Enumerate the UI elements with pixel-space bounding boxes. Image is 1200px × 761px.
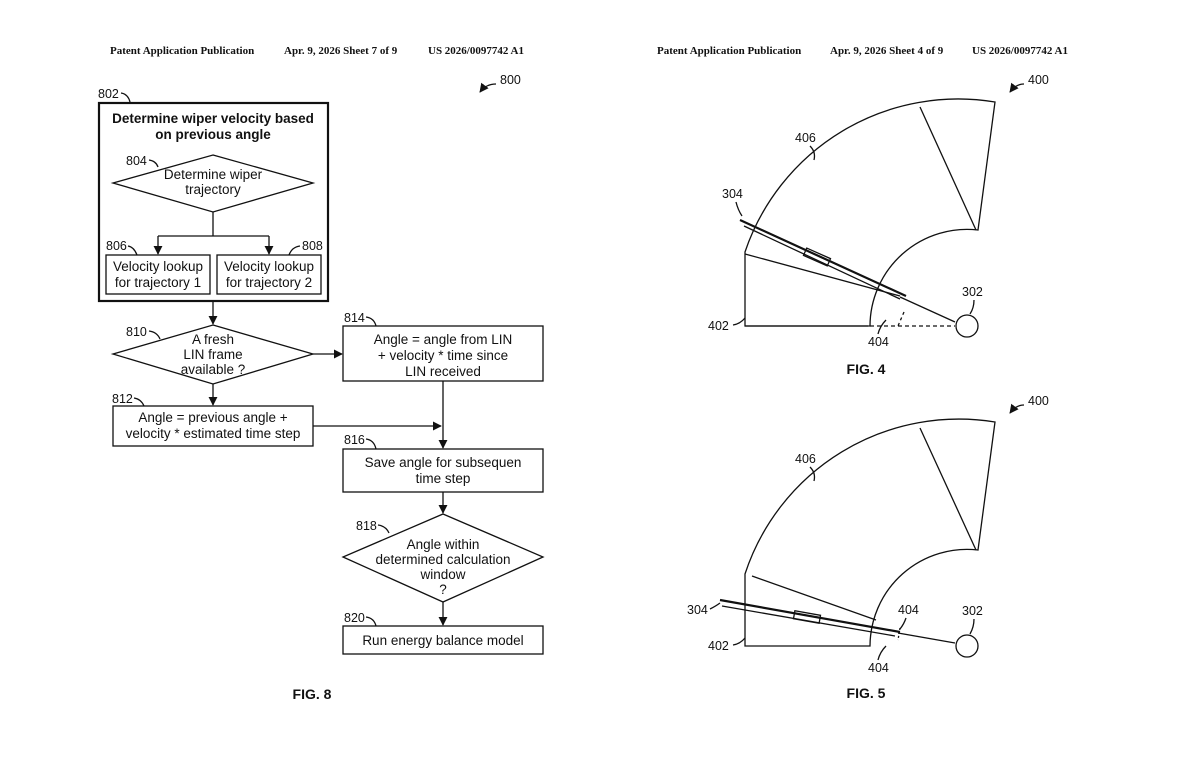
- fig5-wiper-blade: [719, 598, 901, 634]
- ref-810: 810: [126, 325, 147, 339]
- fig5-ref-302: 302: [962, 604, 983, 618]
- fig4-wipe-sector: [744, 98, 996, 327]
- fig8-flowchart: 800 802 Determine wiper velocity based o…: [97, 73, 545, 702]
- fig4-label: FIG. 4: [847, 361, 886, 377]
- fig4-ref-406: 406: [795, 131, 816, 145]
- fig5-wiper-arm: [897, 632, 956, 644]
- diamond-818-line2: determined calculation: [375, 552, 510, 567]
- date-sheet: Apr. 9, 2026 Sheet 7 of 9: [284, 45, 398, 57]
- publication-title-right: Patent Application Publication: [657, 45, 801, 57]
- fig4-ref-402: 402: [708, 319, 729, 333]
- box-812-line1: Angle = previous angle +: [138, 410, 287, 425]
- fig5-ref-304: 304: [687, 603, 708, 617]
- publication-number-right: US 2026/0097742 A1: [972, 45, 1068, 57]
- ref-814: 814: [344, 311, 365, 325]
- box-814-line3: LIN received: [405, 364, 481, 379]
- fig5-ref-406: 406: [795, 452, 816, 466]
- left-sheet-header: Patent Application Publication Apr. 9, 2…: [110, 45, 524, 57]
- fig4-ref-302: 302: [962, 285, 983, 299]
- box-808: [216, 254, 322, 295]
- outer-box-line1: Determine wiper velocity based: [112, 111, 314, 126]
- ref-804: 804: [126, 154, 147, 168]
- fig8-label: FIG. 8: [293, 686, 332, 702]
- fig4-pivot-302: [955, 314, 979, 338]
- fig4-wiper-blade: [739, 218, 907, 298]
- fig5-label: FIG. 5: [847, 685, 886, 701]
- box-812-line2: velocity * estimated time step: [126, 426, 301, 441]
- box-814-line1: Angle = angle from LIN: [374, 332, 512, 347]
- ref-816: 816: [344, 433, 365, 447]
- fig5-ref-404-lower: 404: [868, 661, 889, 675]
- ref-812: 812: [112, 392, 133, 406]
- box-808-line1: Velocity lookup: [224, 259, 314, 274]
- ref-808: 808: [302, 239, 323, 253]
- box-806-line1: Velocity lookup: [113, 259, 203, 274]
- fig4-ref-400: 400: [1028, 73, 1049, 87]
- fig4-diagram: 400 406 304 302 402 404 FIG. 4: [708, 73, 1049, 377]
- diamond-810-line1: A fresh: [192, 332, 234, 347]
- date-sheet-right: Apr. 9, 2026 Sheet 4 of 9: [830, 45, 944, 57]
- fig4-ref-404: 404: [868, 335, 889, 349]
- box-808-line2: for trajectory 2: [226, 275, 312, 290]
- ref-800: 800: [500, 73, 521, 87]
- box-816-line1: Save angle for subsequen: [365, 455, 522, 470]
- box-814-line2: + velocity * time since: [378, 348, 508, 363]
- publication-title: Patent Application Publication: [110, 45, 254, 57]
- box-806-line2: for trajectory 1: [115, 275, 201, 290]
- fig5-ref-400: 400: [1028, 394, 1049, 408]
- diamond-810-line2: LIN frame: [183, 347, 242, 362]
- fig5-ref-402: 402: [708, 639, 729, 653]
- fig4-ref-304: 304: [722, 187, 743, 201]
- ref-806: 806: [106, 239, 127, 253]
- publication-number: US 2026/0097742 A1: [428, 45, 524, 57]
- fig5-diagram: 400 406 304 302 402 404 404 FIG. 5: [687, 394, 1049, 701]
- diamond-818-line3: window: [419, 567, 465, 582]
- diamond-804-line1: Determine wiper: [164, 167, 263, 182]
- ref-802: 802: [98, 87, 119, 101]
- diamond-810-line3: available ?: [181, 362, 246, 377]
- fig5-ref-404-upper: 404: [898, 603, 919, 617]
- fig5-pivot-302: [955, 634, 979, 658]
- box-820-line1: Run energy balance model: [362, 633, 523, 648]
- box-820: [342, 625, 544, 655]
- fig5-wipe-sector: [744, 418, 996, 647]
- fig4-wiper-arm: [899, 296, 956, 323]
- ref-818: 818: [356, 519, 377, 533]
- right-sheet-header: Patent Application Publication Apr. 9, 2…: [657, 45, 1068, 57]
- ref-820: 820: [344, 611, 365, 625]
- diamond-818-line1: Angle within: [407, 537, 480, 552]
- outer-box-line2: on previous angle: [155, 127, 271, 142]
- box-806: [105, 254, 211, 295]
- diamond-818-line4: ?: [439, 582, 447, 597]
- diamond-804-line2: trajectory: [185, 182, 241, 197]
- box-816-line2: time step: [416, 471, 471, 486]
